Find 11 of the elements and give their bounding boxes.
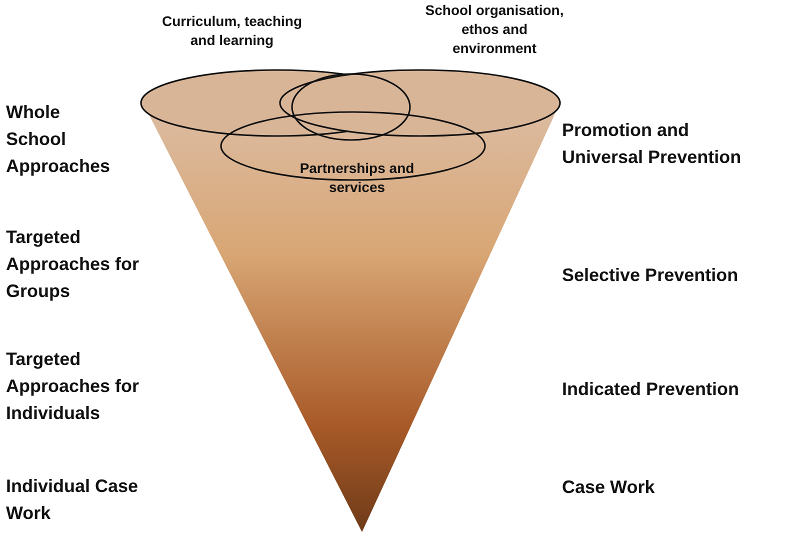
level-label: Targeted Approaches for Individuals <box>6 348 140 425</box>
level-label: Whole School Approaches <box>6 101 112 178</box>
oval-label: School organisation, ethos and environment <box>424 1 565 58</box>
level-label: Targeted Approaches for Groups <box>6 226 140 303</box>
level-label: Case Work <box>562 476 656 499</box>
level-label: Selective Prevention <box>562 264 740 287</box>
oval-label: Curriculum, teaching and learning <box>160 12 304 50</box>
level-label: Indicated Prevention <box>562 378 740 401</box>
level-label: Promotion and Universal Prevention <box>562 119 742 169</box>
level-label: Individual Case Work <box>6 475 140 525</box>
oval-label: Partnerships and services <box>298 159 416 197</box>
